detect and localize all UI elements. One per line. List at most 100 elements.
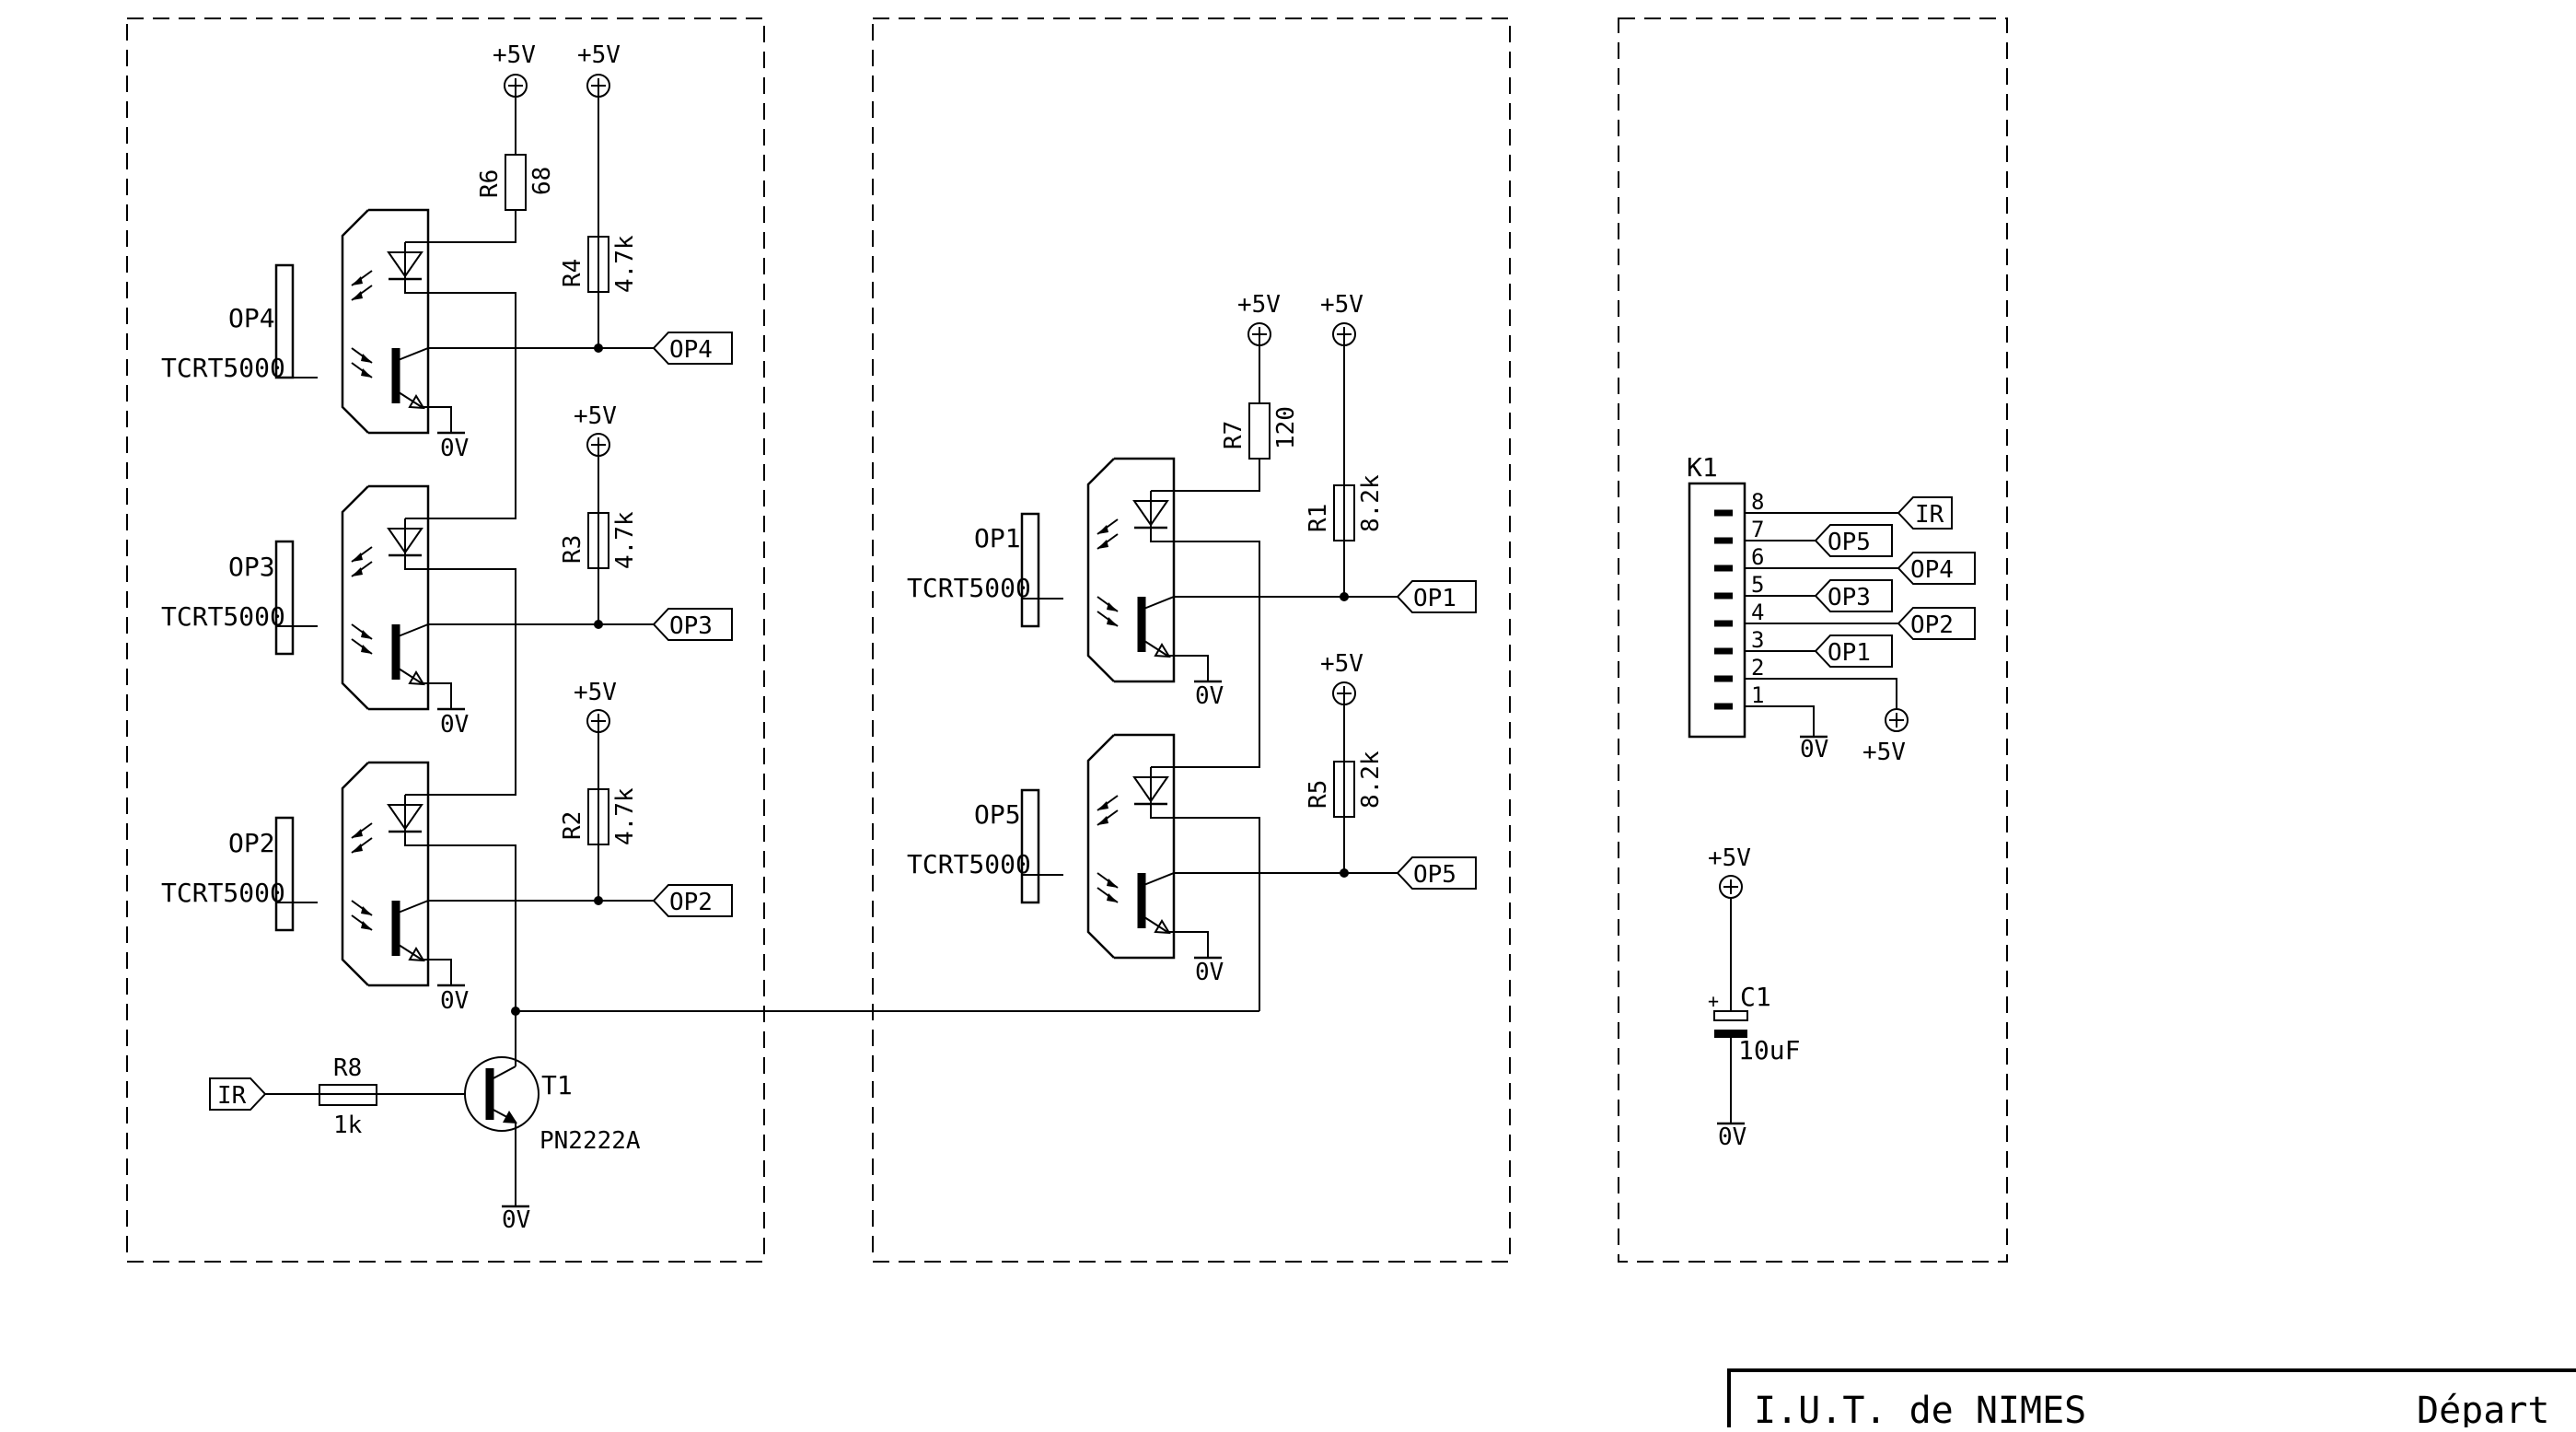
r6-resistor-symbol — [505, 154, 527, 211]
r5-vcc-label: +5V — [1320, 650, 1363, 678]
op4-ref: OP4 — [228, 303, 275, 333]
op2-ref: OP2 — [228, 828, 275, 858]
op3-optocoupler-symbol — [276, 486, 428, 709]
k1-pin-6: 6 — [1751, 544, 1764, 570]
title-block-frame — [1727, 1368, 2576, 1427]
r2-resistor-symbol — [587, 788, 609, 845]
op1-optocoupler-symbol — [1022, 459, 1174, 681]
r1-ref: R1 — [1305, 504, 1332, 532]
k1-label-op1: OP1 — [1814, 635, 1893, 668]
r5-resistor-symbol — [1333, 761, 1355, 818]
svg-text:OP2: OP2 — [1910, 611, 1954, 639]
r3-value: 4.7k — [611, 511, 639, 569]
op5-gnd-label: 0V — [1195, 959, 1224, 986]
k1-gnd-label: 0V — [1800, 736, 1828, 763]
svg-text:OP4: OP4 — [669, 336, 713, 364]
op2-gnd-label: 0V — [440, 987, 469, 1015]
k1-pin-2: 2 — [1751, 655, 1764, 681]
k1-pin-5: 5 — [1751, 572, 1764, 598]
k1-label-op4: OP4 — [1897, 552, 1976, 585]
r1-resistor-symbol — [1333, 484, 1355, 541]
c1-vcc-label: +5V — [1708, 844, 1751, 872]
op2-part: TCRT5000 — [161, 878, 285, 908]
c1-gnd-label: 0V — [1718, 1123, 1746, 1151]
op3-gnd-label: 0V — [440, 711, 469, 739]
svg-text:IR: IR — [217, 1082, 247, 1110]
net-label-op2: OP2 — [652, 884, 733, 917]
svg-text:OP1: OP1 — [1828, 639, 1871, 667]
svg-text:IR: IR — [1915, 501, 1944, 529]
op3-ref: OP3 — [228, 552, 275, 582]
op3-part: TCRT5000 — [161, 601, 285, 632]
t1-part: PN2222A — [540, 1127, 641, 1155]
r4-ref: R4 — [559, 259, 586, 287]
r8-ref: R8 — [333, 1054, 362, 1082]
c1-capacitor-plus-plate — [1713, 1010, 1748, 1021]
k1-pin-3: 3 — [1751, 627, 1764, 653]
r4-vcc-label: +5V — [577, 41, 621, 69]
c1-polarity: + — [1708, 990, 1719, 1012]
k1-label-ir: IR — [1897, 496, 1953, 530]
k1-pin-7: 7 — [1751, 517, 1764, 542]
op1-gnd-label: 0V — [1195, 682, 1224, 710]
svg-text:OP3: OP3 — [1828, 584, 1871, 611]
k1-ref: K1 — [1687, 452, 1718, 483]
k1-connector-body — [1688, 482, 1746, 739]
k1-label-op5: OP5 — [1814, 524, 1893, 557]
k1-label-op2: OP2 — [1897, 607, 1976, 640]
net-label-op1: OP1 — [1396, 580, 1477, 613]
frame-middle — [872, 17, 1511, 1263]
svg-text:OP4: OP4 — [1910, 556, 1954, 584]
c1-ref: C1 — [1740, 982, 1771, 1012]
r3-ref: R3 — [559, 535, 586, 564]
r7-value: 120 — [1272, 406, 1300, 449]
k1-pin-8: 8 — [1751, 489, 1764, 515]
svg-text:OP2: OP2 — [669, 889, 713, 916]
r3-resistor-symbol — [587, 512, 609, 569]
op5-ref: OP5 — [974, 799, 1021, 830]
r4-resistor-symbol — [587, 236, 609, 293]
svg-text:OP5: OP5 — [1828, 529, 1871, 556]
c1-value: 10uF — [1738, 1035, 1800, 1065]
op4-part: TCRT5000 — [161, 353, 285, 383]
r1-value: 8.2k — [1357, 474, 1385, 532]
k1-vcc-label: +5V — [1862, 739, 1906, 766]
frame-right — [1618, 17, 2008, 1263]
k1-pin-1: 1 — [1751, 682, 1764, 708]
svg-text:OP1: OP1 — [1413, 585, 1456, 612]
frame-left — [126, 17, 765, 1263]
r4-value: 4.7k — [611, 235, 639, 293]
net-label-op4: OP4 — [652, 332, 733, 365]
t1-gnd-label: 0V — [502, 1206, 530, 1234]
net-label-op5: OP5 — [1396, 856, 1477, 890]
r6-ref: R6 — [476, 169, 504, 198]
op5-optocoupler-symbol — [1022, 735, 1174, 958]
title-block-org: I.U.T. de NIMES — [1754, 1390, 2086, 1427]
svg-text:OP5: OP5 — [1413, 861, 1456, 889]
r5-value: 8.2k — [1357, 751, 1385, 809]
op1-part: TCRT5000 — [907, 573, 1031, 603]
r6-value: 68 — [528, 167, 556, 195]
r7-resistor-symbol — [1248, 402, 1271, 460]
op5-part: TCRT5000 — [907, 849, 1031, 879]
k1-pins — [1714, 509, 1733, 710]
k1-vcc-symbol — [1885, 708, 1909, 732]
op1-ref: OP1 — [974, 523, 1021, 553]
k1-label-op3: OP3 — [1814, 579, 1893, 612]
r5-ref: R5 — [1305, 780, 1332, 809]
t1-transistor-symbol — [464, 1056, 540, 1132]
title-block-title: Départ — [2417, 1390, 2550, 1427]
net-label-op3: OP3 — [652, 608, 733, 641]
r1-vcc-label: +5V — [1320, 291, 1363, 319]
c1-capacitor-minus-plate — [1714, 1030, 1747, 1038]
svg-text:OP3: OP3 — [669, 612, 713, 640]
t1-ref: T1 — [541, 1070, 573, 1100]
r6-vcc-label: +5V — [493, 41, 536, 69]
r2-value: 4.7k — [611, 787, 639, 845]
r3-vcc-label: +5V — [574, 402, 617, 430]
r2-ref: R2 — [559, 811, 586, 840]
r8-resistor-symbol — [319, 1084, 377, 1106]
r7-ref: R7 — [1220, 421, 1247, 449]
k1-pin-4: 4 — [1751, 600, 1764, 625]
